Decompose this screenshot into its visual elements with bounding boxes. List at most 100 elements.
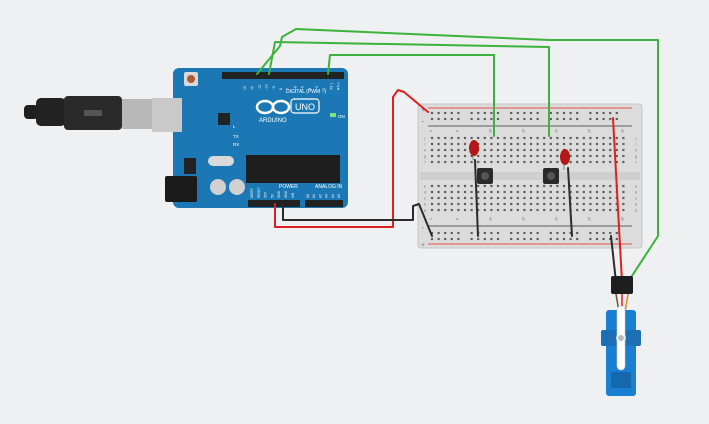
breadboard-hole[interactable] xyxy=(549,148,552,152)
breadboard-hole[interactable] xyxy=(463,136,467,140)
breadboard-hole[interactable] xyxy=(490,190,493,194)
breadboard-hole[interactable] xyxy=(602,208,605,212)
breadboard-hole[interactable] xyxy=(490,142,493,146)
breadboard-hole[interactable] xyxy=(562,190,566,194)
breadboard-hole[interactable] xyxy=(536,154,539,158)
breadboard-rail-hole[interactable] xyxy=(457,111,460,115)
breadboard-rail-hole[interactable] xyxy=(444,237,447,241)
breadboard-hole[interactable] xyxy=(483,154,486,158)
breadboard-hole[interactable] xyxy=(595,208,599,212)
breadboard-hole[interactable] xyxy=(562,196,566,200)
breadboard-hole[interactable] xyxy=(516,154,519,158)
breadboard-hole[interactable] xyxy=(444,196,447,200)
breadboard-hole[interactable] xyxy=(496,208,500,212)
breadboard-hole[interactable] xyxy=(496,142,500,146)
breadboard-rail-hole[interactable] xyxy=(450,117,453,121)
breadboard-hole[interactable] xyxy=(609,154,612,158)
breadboard-hole[interactable] xyxy=(457,184,460,188)
breadboard-hole[interactable] xyxy=(562,208,566,212)
breadboard-rail-hole[interactable] xyxy=(576,231,579,235)
breadboard-rail-hole[interactable] xyxy=(615,111,618,115)
breadboard-hole[interactable] xyxy=(470,202,473,206)
breadboard-hole[interactable] xyxy=(549,160,552,164)
breadboard-hole[interactable] xyxy=(516,160,519,164)
breadboard-rail-hole[interactable] xyxy=(576,237,579,241)
breadboard-rail-hole[interactable] xyxy=(549,231,552,235)
breadboard-rail-hole[interactable] xyxy=(595,231,599,235)
breadboard-hole[interactable] xyxy=(463,190,467,194)
breadboard-rail-hole[interactable] xyxy=(483,231,486,235)
breadboard-hole[interactable] xyxy=(536,136,539,140)
breadboard-hole[interactable] xyxy=(477,202,480,206)
breadboard-hole[interactable] xyxy=(622,190,625,194)
breadboard-rail-hole[interactable] xyxy=(569,231,572,235)
wire-red-servo-power[interactable] xyxy=(612,117,623,283)
breadboard-hole[interactable] xyxy=(477,184,480,188)
breadboard-hole[interactable] xyxy=(576,142,579,146)
breadboard-hole[interactable] xyxy=(496,202,500,206)
breadboard-hole[interactable] xyxy=(510,142,513,146)
breadboard-rail-hole[interactable] xyxy=(569,117,572,121)
breadboard-rail-hole[interactable] xyxy=(510,237,513,241)
breadboard-hole[interactable] xyxy=(543,190,546,194)
breadboard-hole[interactable] xyxy=(463,208,467,212)
breadboard-hole[interactable] xyxy=(523,136,526,140)
breadboard-rail-hole[interactable] xyxy=(602,117,605,121)
breadboard-hole[interactable] xyxy=(615,148,618,152)
breadboard-hole[interactable] xyxy=(602,190,605,194)
breadboard-hole[interactable] xyxy=(556,148,559,152)
breadboard-hole[interactable] xyxy=(490,154,493,158)
breadboard-rail-hole[interactable] xyxy=(510,117,513,121)
breadboard-rail-hole[interactable] xyxy=(589,117,592,121)
breadboard-hole[interactable] xyxy=(622,136,625,140)
breadboard-rail-hole[interactable] xyxy=(609,231,612,235)
breadboard-hole[interactable] xyxy=(582,142,585,146)
breadboard-hole[interactable] xyxy=(457,190,460,194)
breadboard-hole[interactable] xyxy=(510,190,513,194)
breadboard-rail-hole[interactable] xyxy=(477,237,480,241)
breadboard-hole[interactable] xyxy=(457,136,460,140)
breadboard-hole[interactable] xyxy=(543,208,546,212)
breadboard-hole[interactable] xyxy=(463,148,467,152)
breadboard-hole[interactable] xyxy=(595,160,599,164)
breadboard-hole[interactable] xyxy=(510,196,513,200)
breadboard-rail-hole[interactable] xyxy=(430,117,434,121)
breadboard-hole[interactable] xyxy=(576,154,579,158)
breadboard-hole[interactable] xyxy=(430,142,434,146)
breadboard-hole[interactable] xyxy=(529,136,533,140)
breadboard-hole[interactable] xyxy=(437,184,440,188)
breadboard-rail-hole[interactable] xyxy=(444,111,447,115)
breadboard-hole[interactable] xyxy=(576,190,579,194)
breadboard-hole[interactable] xyxy=(602,160,605,164)
breadboard-hole[interactable] xyxy=(543,196,546,200)
breadboard-rail-hole[interactable] xyxy=(576,111,579,115)
breadboard-hole[interactable] xyxy=(450,142,453,146)
breadboard-hole[interactable] xyxy=(444,202,447,206)
breadboard-rail-hole[interactable] xyxy=(556,117,559,121)
breadboard-hole[interactable] xyxy=(549,190,552,194)
breadboard-hole[interactable] xyxy=(444,154,447,158)
breadboard-hole[interactable] xyxy=(615,136,618,140)
breadboard-hole[interactable] xyxy=(589,136,592,140)
breadboard-rail-hole[interactable] xyxy=(496,237,500,241)
breadboard-rail-hole[interactable] xyxy=(470,111,473,115)
breadboard-hole[interactable] xyxy=(463,202,467,206)
breadboard-hole[interactable] xyxy=(622,184,625,188)
breadboard-hole[interactable] xyxy=(536,148,539,152)
breadboard-rail-hole[interactable] xyxy=(510,231,513,235)
breadboard-rail-hole[interactable] xyxy=(470,231,473,235)
breadboard-hole[interactable] xyxy=(615,208,618,212)
breadboard-rail-hole[interactable] xyxy=(450,237,453,241)
breadboard-hole[interactable] xyxy=(477,190,480,194)
breadboard-hole[interactable] xyxy=(536,202,539,206)
breadboard-hole[interactable] xyxy=(483,142,486,146)
breadboard-holes[interactable] xyxy=(430,111,625,241)
breadboard-hole[interactable] xyxy=(556,184,559,188)
breadboard-rail-hole[interactable] xyxy=(529,231,533,235)
breadboard-rail-hole[interactable] xyxy=(457,231,460,235)
breadboard-rail-hole[interactable] xyxy=(536,237,539,241)
breadboard-hole[interactable] xyxy=(470,184,473,188)
breadboard-rail-hole[interactable] xyxy=(523,117,526,121)
breadboard-rail-hole[interactable] xyxy=(516,111,519,115)
